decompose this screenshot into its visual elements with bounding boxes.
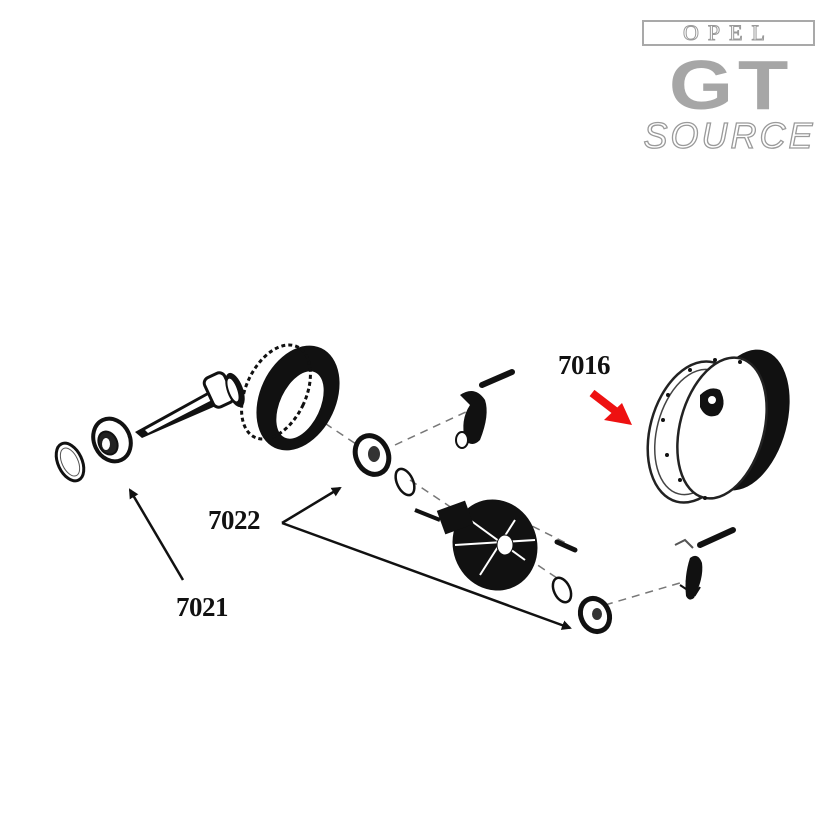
shim-right xyxy=(551,576,573,604)
shim-left xyxy=(394,467,416,497)
bearing-cap-right xyxy=(674,538,703,600)
cap-bolt-right xyxy=(697,527,736,548)
part-label-7016: 7016 xyxy=(558,350,611,380)
carrier-bolt xyxy=(554,539,578,553)
label-arrows xyxy=(128,486,572,630)
logo-model-text: GT xyxy=(668,46,794,124)
differential-carrier xyxy=(414,499,538,591)
arrow-7021 xyxy=(128,488,185,581)
bearing-cap-left xyxy=(455,391,487,449)
cap-bolt-left xyxy=(479,369,515,388)
carrier-bearing-left xyxy=(352,433,392,477)
arrow-7022-lower xyxy=(281,521,572,630)
red-arrow-7016 xyxy=(589,389,632,425)
opel-gt-source-logo: OPEL GT SOURCE xyxy=(632,18,827,158)
pinion-gear-shaft xyxy=(135,371,245,438)
carrier-bearing-right xyxy=(577,595,613,635)
ring-gear xyxy=(240,343,340,451)
rear-cover xyxy=(661,349,790,500)
logo-brand-text: OPEL xyxy=(683,20,774,46)
part-label-7022: 7022 xyxy=(208,505,261,535)
pinion-bearing xyxy=(91,416,133,464)
logo-tagline-text: SOURCE xyxy=(643,115,816,156)
arrow-7022-upper xyxy=(281,486,342,525)
logo-opel-badge: OPEL xyxy=(642,20,815,46)
pinion-seal-ring xyxy=(54,441,86,483)
part-label-7021: 7021 xyxy=(176,592,229,622)
